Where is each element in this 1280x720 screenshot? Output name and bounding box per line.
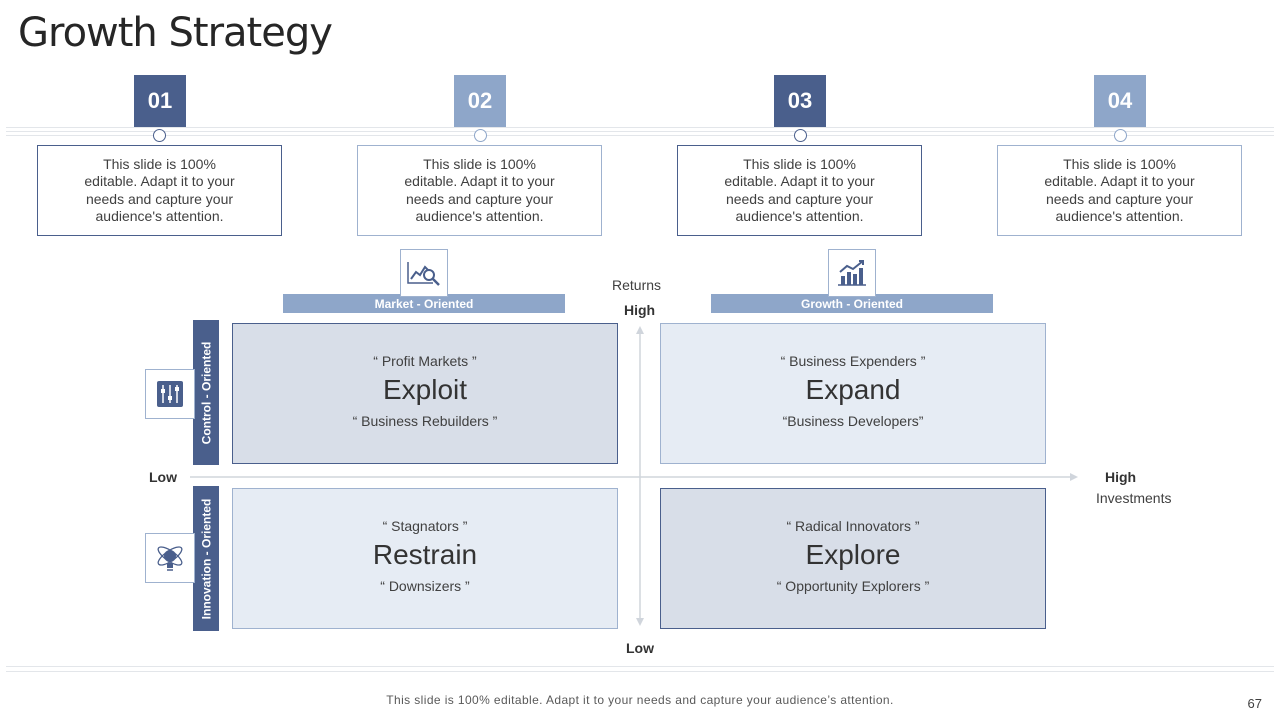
y-axis-label: Returns bbox=[612, 277, 662, 293]
row-header-control-oriented: Control - Oriented bbox=[193, 320, 219, 465]
step-number-03: 03 bbox=[774, 75, 826, 127]
quadrant-expand: “ Business Expenders ” Expand “Business … bbox=[660, 323, 1046, 464]
step-text-box-01: This slide is 100% editable. Adapt it to… bbox=[37, 145, 282, 236]
step-number-04: 04 bbox=[1094, 75, 1146, 127]
x-axis-high: High bbox=[1105, 469, 1137, 485]
quadrant-top-label: “ Stagnators ” bbox=[382, 518, 468, 534]
growth-chart-icon bbox=[828, 249, 876, 297]
column-header-growth-oriented: Growth - Oriented bbox=[711, 294, 993, 313]
timeline-rule-bottom bbox=[6, 135, 1274, 136]
timeline-rule-top bbox=[6, 127, 1274, 128]
quadrant-top-label: “ Business Expenders ” bbox=[780, 353, 926, 369]
page-title: Growth Strategy bbox=[18, 10, 333, 56]
quadrant-exploit: “ Profit Markets ” Exploit “ Business Re… bbox=[232, 323, 618, 464]
timeline-dot bbox=[474, 129, 487, 142]
quadrant-top-label: “ Radical Innovators ” bbox=[786, 518, 920, 534]
column-header-market-oriented: Market - Oriented bbox=[283, 294, 565, 313]
step-number-02: 02 bbox=[454, 75, 506, 127]
innovation-bulb-icon bbox=[145, 533, 195, 583]
quadrant-explore: “ Radical Innovators ” Explore “ Opportu… bbox=[660, 488, 1046, 629]
quadrant-title: Expand bbox=[805, 374, 901, 405]
y-axis-high: High bbox=[624, 302, 656, 318]
timeline-rule-mid bbox=[6, 131, 1274, 132]
step-text-box-03: This slide is 100% editable. Adapt it to… bbox=[677, 145, 922, 236]
x-axis-label: Investments bbox=[1096, 490, 1172, 506]
footer-rule-top bbox=[6, 666, 1274, 667]
footer-rule-bottom bbox=[6, 671, 1274, 672]
quadrant-title: Exploit bbox=[382, 374, 468, 405]
quadrant-bottom-label: “ Downsizers ” bbox=[380, 578, 470, 594]
quadrant-top-label: “ Profit Markets ” bbox=[373, 353, 477, 369]
step-text-box-04: This slide is 100% editable. Adapt it to… bbox=[997, 145, 1242, 236]
quadrant-title: Restrain bbox=[372, 539, 478, 570]
row-header-innovation-oriented: Innovation - Oriented bbox=[193, 486, 219, 631]
quadrant-bottom-label: “ Business Rebuilders ” bbox=[352, 413, 498, 429]
x-axis-low: Low bbox=[149, 469, 177, 485]
timeline-dot bbox=[794, 129, 807, 142]
footer-text: This slide is 100% editable. Adapt it to… bbox=[386, 693, 894, 707]
step-text-box-02: This slide is 100% editable. Adapt it to… bbox=[357, 145, 602, 236]
page-number: 67 bbox=[1247, 696, 1262, 711]
quadrant-title: Explore bbox=[805, 539, 901, 570]
chart-search-icon bbox=[400, 249, 448, 297]
timeline-dot bbox=[1114, 129, 1127, 142]
sliders-icon bbox=[145, 369, 195, 419]
quadrant-bottom-label: “Business Developers” bbox=[782, 413, 924, 429]
quadrant-bottom-label: “ Opportunity Explorers ” bbox=[776, 578, 930, 594]
quadrant-restrain: “ Stagnators ” Restrain “ Downsizers ” bbox=[232, 488, 618, 629]
step-number-01: 01 bbox=[134, 75, 186, 127]
y-axis-low: Low bbox=[626, 640, 654, 656]
timeline-dot bbox=[153, 129, 166, 142]
